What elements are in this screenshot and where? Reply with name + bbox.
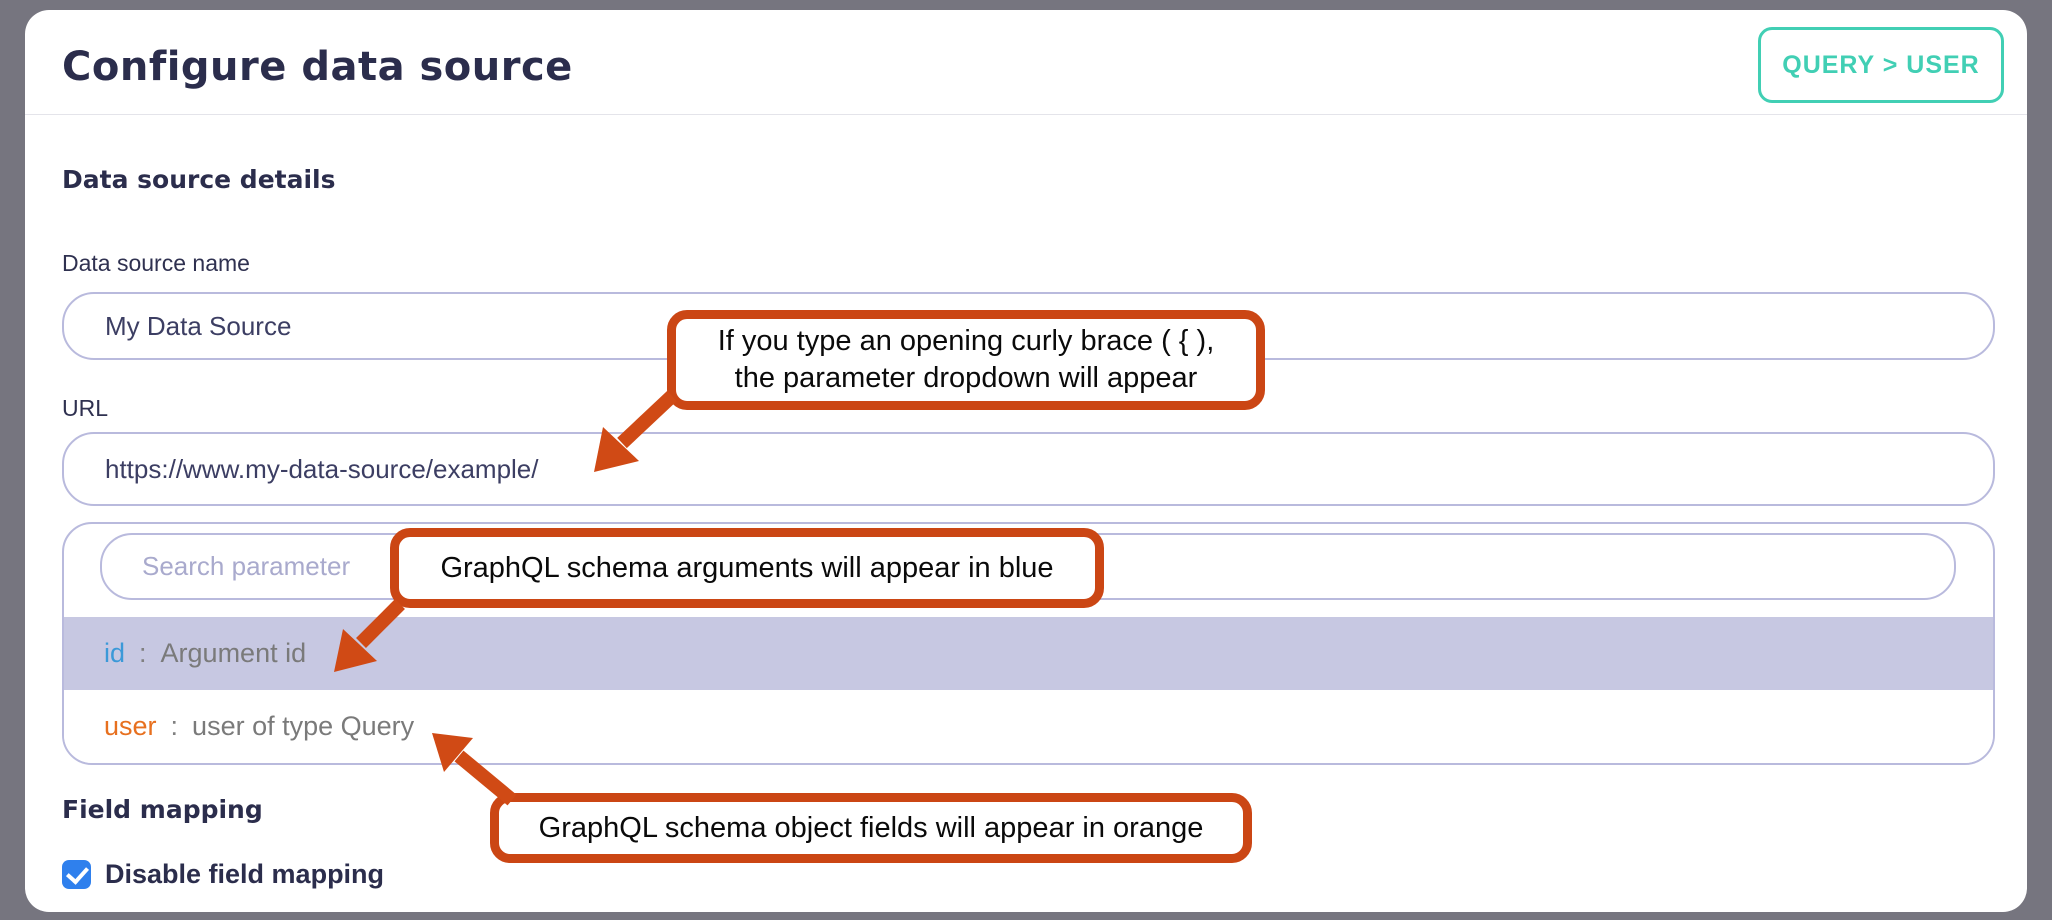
url-value: https://www.my-data-source/example/: [105, 453, 539, 484]
section-header-data-source-details: Data source details: [62, 165, 336, 194]
url-label: URL: [62, 395, 109, 421]
annotation-curly-brace: If you type an opening curly brace ( { )…: [667, 310, 1265, 410]
dropdown-item-user-key: user: [104, 711, 157, 741]
page-title: Configure data source: [62, 44, 573, 90]
dropdown-item-id[interactable]: id : Argument id: [64, 617, 1993, 690]
annotation-curly-brace-line1: If you type an opening curly brace ( { )…: [717, 325, 1215, 357]
search-parameter-placeholder: Search parameter: [142, 551, 351, 581]
section-header-field-mapping: Field mapping: [62, 795, 263, 824]
data-source-name-value: My Data Source: [105, 310, 292, 341]
annotation-arguments-blue-line1: GraphQL schema arguments will appear in …: [440, 551, 1054, 584]
dropdown-item-user[interactable]: user : user of type Query: [64, 690, 1993, 763]
configure-data-source-panel: Configure data source QUERY > USER Data …: [25, 10, 2027, 912]
dropdown-item-id-separator: :: [139, 638, 147, 668]
data-source-name-label: Data source name: [62, 250, 250, 276]
annotation-fields-orange: GraphQL schema object fields will appear…: [490, 793, 1252, 863]
disable-field-mapping-row[interactable]: Disable field mapping: [62, 859, 384, 889]
dropdown-item-user-description: user of type Query: [192, 711, 415, 741]
annotation-curly-brace-line2: the parameter dropdown will appear: [734, 362, 1198, 394]
checkbox-checked-icon[interactable]: [62, 859, 91, 889]
dropdown-item-user-separator: :: [170, 711, 179, 741]
annotation-arguments-blue: GraphQL schema arguments will appear in …: [390, 528, 1104, 608]
url-input[interactable]: https://www.my-data-source/example/: [62, 432, 1995, 506]
annotation-fields-orange-line1: GraphQL schema object fields will appear…: [538, 811, 1204, 844]
header-divider: [25, 114, 2027, 115]
query-path-badge[interactable]: QUERY > USER: [1758, 27, 2004, 103]
dropdown-item-id-description: Argument id: [160, 638, 307, 668]
dropdown-item-id-key: id: [104, 638, 126, 668]
disable-field-mapping-label: Disable field mapping: [105, 858, 385, 889]
